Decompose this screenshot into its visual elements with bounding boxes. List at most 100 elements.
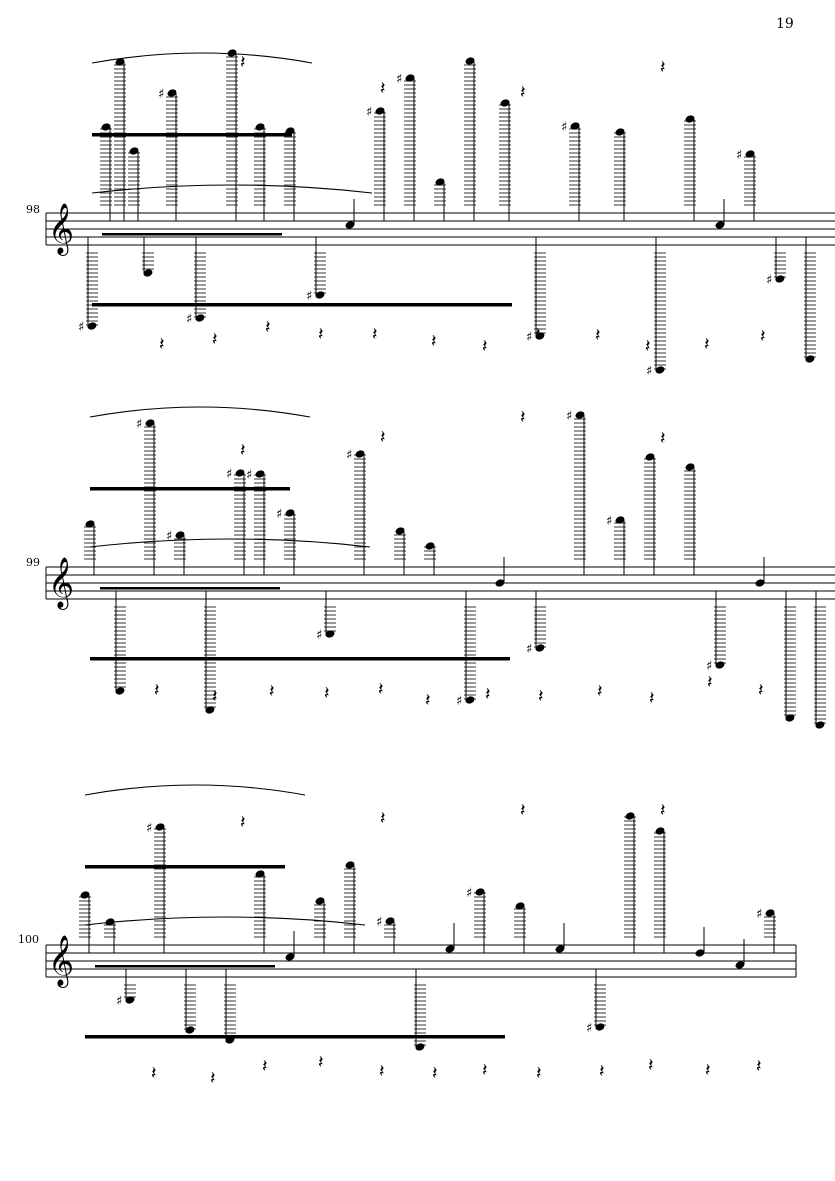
quarter-rest-icon: 𝄽	[159, 334, 165, 355]
notehead	[695, 949, 705, 957]
notehead	[85, 520, 95, 528]
notehead	[255, 123, 265, 131]
quarter-rest-icon: 𝄽	[595, 325, 601, 346]
sharp-icon: ♯	[346, 448, 352, 463]
beam	[90, 487, 290, 491]
notehead	[655, 827, 665, 835]
notehead	[715, 661, 725, 669]
notehead	[625, 812, 635, 820]
notehead	[595, 1023, 605, 1031]
notehead	[395, 527, 405, 535]
quarter-rest-icon: 𝄽	[648, 1055, 654, 1076]
treble-clef-icon: 𝄞	[48, 557, 74, 610]
notehead	[685, 463, 695, 471]
quarter-rest-icon: 𝄽	[660, 428, 666, 449]
tie	[84, 784, 306, 796]
treble-clef-icon: 𝄞	[48, 935, 74, 988]
notehead	[385, 917, 395, 925]
quarter-rest-icon: 𝄽	[318, 1052, 324, 1073]
notehead	[685, 115, 695, 123]
quarter-rest-icon: 𝄽	[379, 1061, 385, 1082]
notehead	[315, 291, 325, 299]
notehead	[415, 1043, 425, 1051]
quarter-rest-icon: 𝄽	[538, 686, 544, 707]
quarter-rest-icon: 𝄽	[520, 407, 526, 428]
sharp-icon: ♯	[706, 659, 712, 674]
notehead	[345, 221, 355, 229]
sharp-icon: ♯	[566, 409, 572, 424]
notehead	[205, 706, 215, 714]
quarter-rest-icon: 𝄽	[482, 1060, 488, 1081]
quarter-rest-icon: 𝄽	[645, 336, 651, 357]
staff-system-99: 𝄞	[45, 557, 835, 610]
sharp-icon: ♯	[756, 907, 762, 922]
notehead	[515, 902, 525, 910]
quarter-rest-icon: 𝄽	[151, 1063, 157, 1084]
quarter-rest-icon: 𝄽	[660, 800, 666, 821]
notehead	[255, 870, 265, 878]
quarter-rest-icon: 𝄽	[240, 812, 246, 833]
notehead	[555, 945, 565, 953]
notehead	[465, 696, 475, 704]
notehead	[425, 542, 435, 550]
quarter-rest-icon: 𝄽	[482, 336, 488, 357]
quarter-rest-icon: 𝄽	[536, 1063, 542, 1084]
quarter-rest-icon: 𝄽	[535, 324, 541, 345]
quarter-rest-icon: 𝄽	[380, 808, 386, 829]
staff-system-98: 𝄞	[45, 203, 835, 256]
sharp-icon: ♯	[366, 105, 372, 120]
quarter-rest-icon: 𝄽	[660, 57, 666, 78]
quarter-rest-icon: 𝄽	[425, 690, 431, 711]
quarter-rest-icon: 𝄽	[705, 1060, 711, 1081]
sharp-icon: ♯	[246, 468, 252, 483]
notehead	[500, 99, 510, 107]
notehead	[185, 1026, 195, 1034]
measure-number-100: 100	[18, 933, 39, 946]
sharp-icon: ♯	[561, 120, 567, 135]
tie	[91, 52, 313, 64]
notehead	[285, 509, 295, 517]
tie	[89, 406, 311, 418]
quarter-rest-icon: 𝄽	[380, 78, 386, 99]
sharp-icon: ♯	[646, 364, 652, 379]
sharp-icon: ♯	[376, 915, 382, 930]
notehead	[345, 861, 355, 869]
sharp-icon: ♯	[526, 642, 532, 657]
quarter-rest-icon: 𝄽	[212, 329, 218, 350]
notehead	[535, 644, 545, 652]
notehead	[355, 450, 365, 458]
sharp-icon: ♯	[396, 72, 402, 87]
notehead	[815, 721, 825, 729]
measure-number-99: 99	[26, 556, 40, 569]
treble-clef-icon: 𝄞	[48, 203, 74, 256]
beam	[85, 1035, 505, 1039]
notehead	[101, 123, 111, 131]
sharp-icon: ♯	[158, 87, 164, 102]
sharp-icon: ♯	[78, 320, 84, 335]
notehead	[775, 275, 785, 283]
notehead	[755, 579, 765, 587]
quarter-rest-icon: 𝄽	[269, 681, 275, 702]
notehead	[375, 107, 385, 115]
notehead	[465, 57, 475, 65]
notehead	[615, 516, 625, 524]
measure-number-98: 98	[26, 203, 40, 216]
notehead	[315, 897, 325, 905]
notehead	[495, 579, 505, 587]
notehead	[285, 127, 295, 135]
quarter-rest-icon: 𝄽	[704, 334, 710, 355]
quarter-rest-icon: 𝄽	[599, 1061, 605, 1082]
staff-system-100: 𝄞	[45, 935, 797, 988]
quarter-rest-icon: 𝄽	[485, 684, 491, 705]
quarter-rest-icon: 𝄽	[212, 686, 218, 707]
notehead	[435, 178, 445, 186]
notehead	[785, 714, 795, 722]
beam	[100, 587, 280, 590]
quarter-rest-icon: 𝄽	[380, 427, 386, 448]
notehead	[285, 953, 295, 961]
notehead	[615, 128, 625, 136]
sharp-icon: ♯	[736, 148, 742, 163]
beam	[102, 233, 282, 236]
notehead	[129, 147, 139, 155]
